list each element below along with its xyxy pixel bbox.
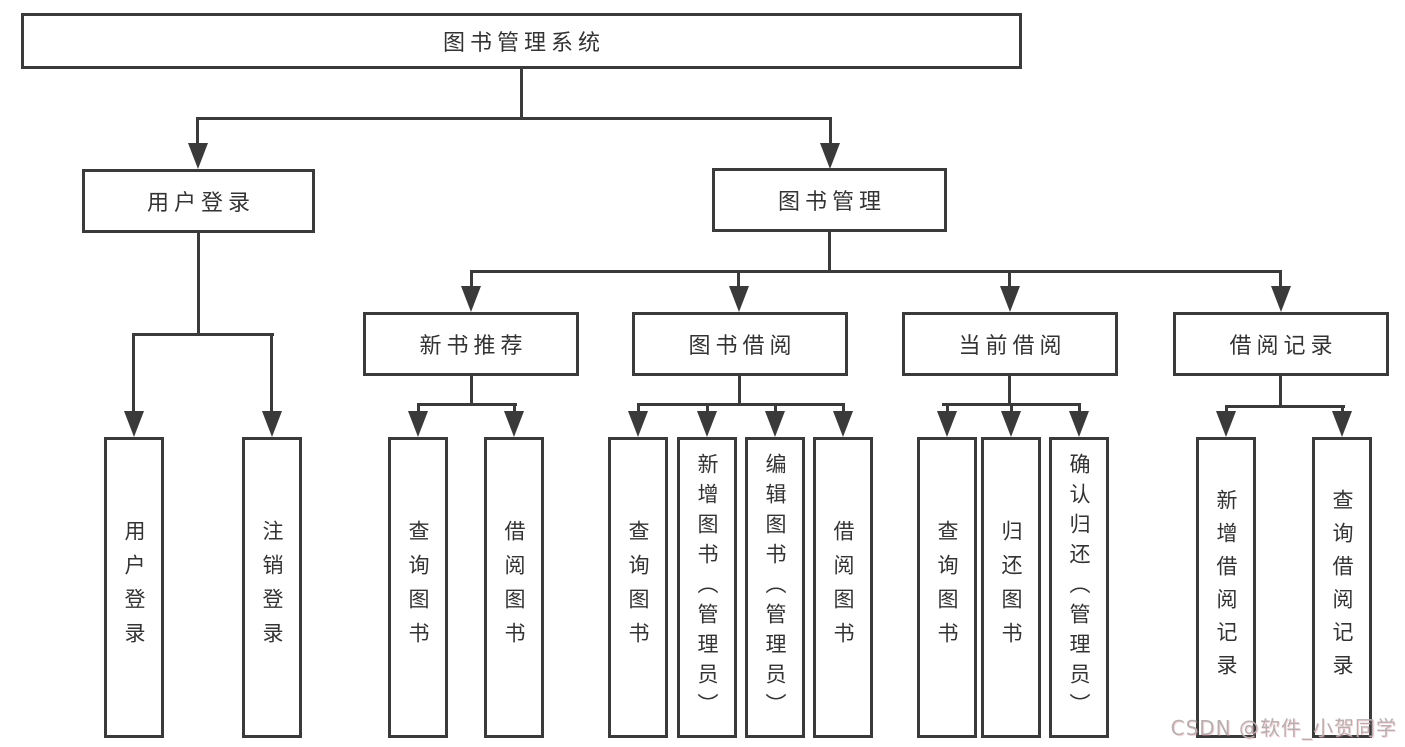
edge-drop-borrow-books-recommend	[513, 403, 516, 413]
edge-user-login-trunk	[197, 233, 200, 335]
leaf-query-books-borrowing: 查询图书	[608, 437, 668, 738]
arrowhead-confirm-return-admin	[1069, 411, 1089, 437]
edge-current-borrowing-trunk	[1008, 376, 1011, 406]
edge-drop-add-borrow-record	[1225, 405, 1228, 413]
edge-borrowing-records-trunk	[1279, 375, 1282, 408]
edge-user-login-branch	[132, 333, 274, 336]
edge-book-management-trunk	[828, 232, 831, 273]
leaf-edit-books-admin: 编辑图书（管理员）	[745, 437, 805, 738]
edge-drop-query-books-recommend	[417, 403, 420, 413]
arrowhead-query-borrow-record	[1332, 411, 1352, 437]
edge-drop-return-books	[1010, 403, 1013, 413]
leaf-label: 查询图书	[626, 519, 650, 656]
leaf-label: 注销登录	[260, 519, 284, 656]
node-label: 图书借阅	[688, 334, 797, 359]
arrowhead-user-login	[188, 143, 208, 169]
leaf-borrow-books-borrowing: 借阅图书	[813, 437, 873, 738]
leaf-return-books: 归还图书	[981, 437, 1041, 738]
node-borrowing-records: 借阅记录	[1173, 312, 1389, 376]
leaf-label: 编辑图书（管理员）	[763, 452, 787, 723]
leaf-add-books-admin: 新增图书（管理员）	[677, 437, 737, 738]
leaf-query-borrow-record: 查询借阅记录	[1312, 437, 1372, 738]
arrowhead-leaf-logout	[262, 411, 282, 437]
node-label: 图书管理	[777, 190, 886, 215]
edge-drop-borrowing-records	[1279, 270, 1282, 288]
edge-root-branch	[196, 117, 832, 120]
leaf-borrow-books-recommend: 借阅图书	[484, 437, 544, 738]
leaf-label: 查询图书	[935, 519, 959, 656]
edge-drop-user-login	[196, 117, 199, 145]
leaf-user-login: 用户登录	[104, 437, 164, 738]
edge-borrowing-records-branch	[1225, 405, 1345, 408]
edge-new-book-recommend-trunk	[470, 375, 473, 406]
edge-drop-leaf-user-login	[132, 333, 135, 413]
arrowhead-borrowing-records	[1271, 286, 1291, 312]
edge-drop-leaf-logout	[270, 333, 273, 413]
edge-drop-confirm-return-admin	[1078, 403, 1081, 413]
arrowhead-borrow-books-borrowing	[833, 411, 853, 437]
leaf-query-books-recommend: 查询图书	[388, 437, 448, 738]
arrowhead-query-books-current	[937, 411, 957, 437]
node-label: 借阅记录	[1229, 334, 1338, 359]
arrowhead-current-borrowing	[1000, 286, 1020, 312]
leaf-label: 新增借阅记录	[1214, 488, 1238, 687]
leaf-confirm-return-admin: 确认归还（管理员）	[1049, 437, 1109, 738]
edge-book-borrowing-trunk	[738, 375, 741, 406]
arrowhead-book-management	[820, 143, 840, 169]
node-label: 新书推荐	[419, 334, 528, 359]
node-label: 用户登录	[146, 191, 255, 216]
node-label: 当前借阅	[958, 334, 1067, 359]
leaf-label: 确认归还（管理员）	[1067, 452, 1091, 723]
edge-drop-edit-books-admin	[774, 403, 777, 413]
edge-drop-add-books-admin	[706, 403, 709, 413]
edge-root-trunk	[520, 66, 523, 119]
edge-drop-query-borrow-record	[1341, 405, 1344, 413]
edge-drop-new-book-recommend	[470, 270, 473, 288]
node-book-borrowing: 图书借阅	[632, 312, 848, 376]
arrowhead-return-books	[1001, 411, 1021, 437]
edge-drop-book-management	[829, 117, 832, 145]
arrowhead-borrow-books-recommend	[504, 411, 524, 437]
arrowhead-query-books-recommend	[408, 411, 428, 437]
node-library-management-system: 图书管理系统	[21, 13, 1022, 69]
edge-book-management-branch	[470, 270, 1282, 273]
leaf-add-borrow-record: 新增借阅记录	[1196, 437, 1256, 738]
edge-drop-query-books-current	[946, 403, 949, 413]
arrowhead-add-books-admin	[697, 411, 717, 437]
csdn-watermark: CSDN @软件_小贺同学	[1170, 716, 1397, 740]
leaf-label: 查询图书	[406, 519, 430, 656]
leaf-label: 查询借阅记录	[1330, 488, 1354, 687]
leaf-query-books-current: 查询图书	[917, 437, 977, 738]
leaf-label: 归还图书	[999, 519, 1023, 656]
node-user-login: 用户登录	[82, 169, 315, 233]
edge-drop-query-books-borrowing	[637, 403, 640, 413]
edge-drop-current-borrowing	[1008, 270, 1011, 288]
arrowhead-leaf-user-login	[124, 411, 144, 437]
node-book-management: 图书管理	[712, 168, 947, 232]
node-label: 图书管理系统	[442, 31, 605, 56]
leaf-label: 用户登录	[122, 519, 146, 656]
node-current-borrowing: 当前借阅	[902, 312, 1118, 376]
arrowhead-query-books-borrowing	[628, 411, 648, 437]
arrowhead-book-borrowing	[729, 286, 749, 312]
leaf-label: 借阅图书	[831, 519, 855, 656]
arrowhead-edit-books-admin	[765, 411, 785, 437]
edge-book-borrowing-branch	[637, 403, 845, 406]
edge-new-book-recommend-branch	[417, 403, 517, 406]
leaf-logout-login: 注销登录	[242, 437, 302, 738]
arrowhead-add-borrow-record	[1216, 411, 1236, 437]
leaf-label: 借阅图书	[502, 519, 526, 656]
edge-drop-borrow-books-borrowing	[842, 403, 845, 413]
leaf-label: 新增图书（管理员）	[695, 452, 719, 723]
arrowhead-new-book-recommend	[461, 286, 481, 312]
edge-drop-book-borrowing	[737, 270, 740, 288]
node-new-book-recommend: 新书推荐	[363, 312, 579, 376]
